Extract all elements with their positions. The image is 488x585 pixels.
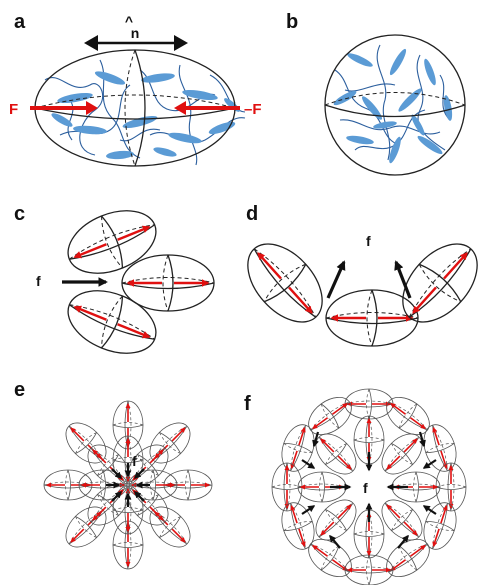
panel-a: a ^ n	[9, 11, 262, 167]
sphere-equator-back	[324, 92, 466, 106]
cell-c-top	[59, 199, 165, 285]
sphere-equator-front	[324, 104, 466, 118]
force-label-F: F	[9, 101, 18, 118]
force-label-e: f	[132, 453, 137, 469]
panel-c: c f	[14, 199, 214, 365]
rosette-e	[44, 401, 212, 569]
force-label-c: f	[36, 273, 41, 289]
net-force-arrows-e	[106, 463, 150, 507]
fiber-segments	[51, 71, 240, 160]
panel-d: d f	[233, 203, 488, 346]
director-arrow	[84, 35, 188, 51]
panel-b-label: b	[286, 11, 298, 33]
cell-meridian-back	[124, 49, 136, 167]
net-force-arrow-d-right	[394, 260, 412, 299]
panel-b: b	[286, 11, 466, 176]
panel-f: f	[244, 389, 466, 585]
cell-equator-front	[34, 107, 236, 120]
panel-e: e f	[14, 379, 212, 569]
panel-d-label: d	[246, 203, 258, 225]
cell-d-left	[233, 230, 336, 336]
panel-e-label: e	[14, 379, 25, 401]
net-force-arrow-d-left	[326, 260, 346, 299]
panel-f-label: f	[244, 393, 251, 415]
force-label-f: f	[363, 480, 368, 496]
panel-a-label: a	[14, 11, 26, 33]
director-label: n	[131, 25, 140, 41]
director-hat: ^	[125, 13, 133, 29]
force-label-minus-F: –F	[244, 101, 262, 118]
ring-inner	[298, 416, 440, 558]
cell-equator-back	[34, 94, 236, 109]
net-force-arrows-f	[301, 431, 437, 549]
cell-c-bottom	[59, 279, 165, 365]
fiber-segments-isotropic	[333, 48, 453, 164]
panel-c-label: c	[14, 203, 25, 225]
force-label-d: f	[366, 233, 371, 249]
cell-d-middle	[326, 290, 418, 346]
cell-meridian-front	[134, 49, 146, 167]
